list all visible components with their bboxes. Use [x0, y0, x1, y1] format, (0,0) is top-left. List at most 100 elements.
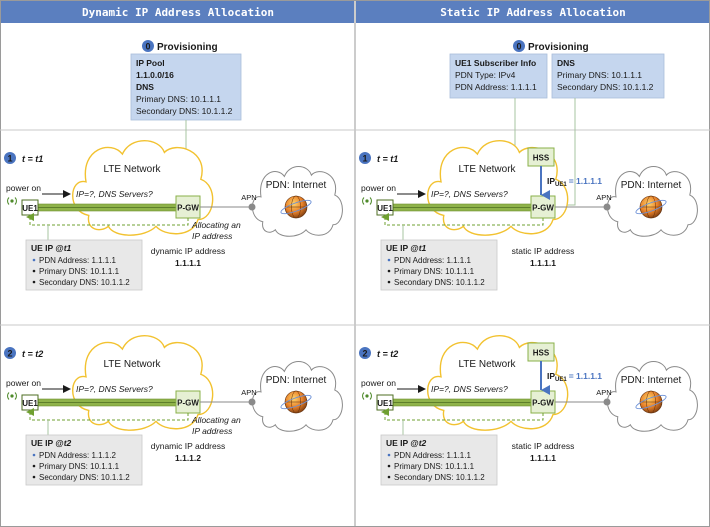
ue-label: UE1	[22, 399, 38, 408]
primary-dns: Primary DNS: 10.1.1.1	[557, 70, 642, 80]
response-path	[26, 408, 189, 421]
time-label: t = t1	[22, 154, 43, 164]
ue-ip-box	[25, 239, 143, 291]
step-number: 0	[145, 42, 150, 52]
ue-ip-title-prefix: UE IP @	[31, 438, 64, 448]
allocated-ip-value: 1.1.1.1	[530, 453, 556, 463]
signal-icon	[362, 197, 372, 205]
signal-icon	[7, 197, 17, 205]
bullet	[32, 453, 36, 457]
ip-pool-box	[130, 53, 242, 121]
time-label: t = t2	[22, 349, 43, 359]
bullet	[32, 475, 36, 479]
allocation-note-1: Allocating an	[191, 220, 241, 230]
ue-primary-dns: Primary DNS: 10.1.1.1	[39, 462, 120, 471]
provisioning-label: Provisioning	[157, 42, 218, 53]
allocated-ip-value: 1.1.1.2	[175, 453, 201, 463]
bullet	[387, 258, 391, 262]
ue-primary-dns: Primary DNS: 10.1.1.1	[39, 267, 120, 276]
pgw-node: P-GW	[530, 390, 556, 414]
ue-pdn-address: PDN Address: 1.1.1.2	[39, 451, 116, 460]
apn-point	[248, 398, 256, 406]
ue-label: UE1	[377, 204, 393, 213]
right-header: Static IP Address Allocation	[356, 1, 709, 23]
apn-point	[248, 203, 256, 211]
internet-globe-icon	[635, 195, 667, 219]
ue-ip-title: UE IP @t1	[31, 243, 72, 253]
ue-secondary-dns: Secondary DNS: 10.1.1.2	[39, 278, 130, 287]
response-path	[26, 213, 189, 226]
dns-title: DNS	[136, 82, 154, 92]
allocated-ip-value: 1.1.1.1	[530, 258, 556, 268]
hss-node: HSS	[527, 147, 555, 167]
allocation-note-2: IP address	[192, 231, 233, 241]
request-text: IP=?, DNS Servers?	[76, 384, 153, 394]
power-on-label: power on	[6, 378, 41, 388]
ue-ip-title-prefix: UE IP @	[386, 438, 419, 448]
bullet	[32, 464, 36, 468]
pdn-label: PDN: Internet	[621, 375, 682, 386]
ue1-device: UE1	[21, 394, 39, 411]
internet-globe-icon	[280, 195, 312, 219]
ue-ip-title-time: t1	[64, 243, 72, 253]
lte-network-label: LTE Network	[458, 164, 516, 175]
ue-label: UE1	[22, 204, 38, 213]
bullet	[32, 258, 36, 262]
response-path	[381, 213, 544, 226]
ue1-device: UE1	[376, 394, 394, 411]
ue-ip-title-time: t1	[419, 243, 427, 253]
ip-value: = 1.1.1.1	[569, 176, 603, 186]
ue1-device: UE1	[21, 199, 39, 216]
ip-prefix: IP	[547, 176, 555, 186]
left-provisioning: 0 Provisioning IP Pool 1.1.0.0/16 DNS Pr…	[130, 40, 242, 196]
request-text: IP=?, DNS Servers?	[431, 189, 508, 199]
primary-dns: Primary DNS: 10.1.1.1	[136, 94, 221, 104]
power-on-label: power on	[361, 183, 396, 193]
secondary-dns: Secondary DNS: 10.1.1.2	[136, 106, 233, 116]
ue-ip-box	[380, 434, 498, 486]
step-number: 1	[7, 154, 12, 164]
pdn-address: PDN Address: 1.1.1.1	[455, 82, 537, 92]
ip-subscript: UE1	[555, 182, 567, 188]
bullet	[387, 280, 391, 284]
signal-icon	[362, 392, 372, 400]
ue-label: UE1	[377, 399, 393, 408]
subscriber-info-box	[449, 53, 548, 99]
ue-pdn-address: PDN Address: 1.1.1.1	[39, 256, 116, 265]
pgw-label: P-GW	[177, 399, 199, 408]
step-badge	[359, 152, 371, 164]
ue-pdn-address: PDN Address: 1.1.1.1	[394, 256, 471, 265]
ue-secondary-dns: Secondary DNS: 10.1.1.2	[39, 473, 130, 482]
ip-value: = 1.1.1.1	[569, 371, 603, 381]
ue-ip-title: UE IP @t1	[386, 243, 427, 253]
subscriber-title: UE1 Subscriber Info	[455, 58, 536, 68]
internet-globe-icon	[635, 390, 667, 414]
ue-secondary-dns: Secondary DNS: 10.1.1.2	[394, 473, 485, 482]
dns-box	[551, 53, 665, 99]
pgw-label: P-GW	[532, 204, 554, 213]
hss-label: HSS	[533, 154, 550, 163]
pdn-label: PDN: Internet	[266, 180, 327, 191]
bullet	[387, 453, 391, 457]
ip-pool-value: 1.1.0.0/16	[136, 70, 174, 80]
secondary-dns: Secondary DNS: 10.1.1.2	[557, 82, 654, 92]
ue-secondary-dns: Secondary DNS: 10.1.1.2	[394, 278, 485, 287]
provisioning-label: Provisioning	[528, 42, 589, 53]
pdn-type: PDN Type: IPv4	[455, 70, 516, 80]
ip-ue1-label: IPUE1= 1.1.1.1	[547, 176, 602, 188]
lte-network-label: LTE Network	[458, 359, 516, 370]
time-label: t = t2	[377, 349, 398, 359]
hss-node: HSS	[527, 342, 555, 362]
power-on-label: power on	[361, 378, 396, 388]
signal-icon	[7, 392, 17, 400]
ue-ip-title: UE IP @t2	[31, 438, 72, 448]
apn-label: APN	[241, 193, 256, 202]
pgw-label: P-GW	[532, 399, 554, 408]
ue1-device: UE1	[376, 199, 394, 216]
ue-ip-title-prefix: UE IP @	[386, 243, 419, 253]
allocation-note-1: Allocating an	[191, 415, 241, 425]
